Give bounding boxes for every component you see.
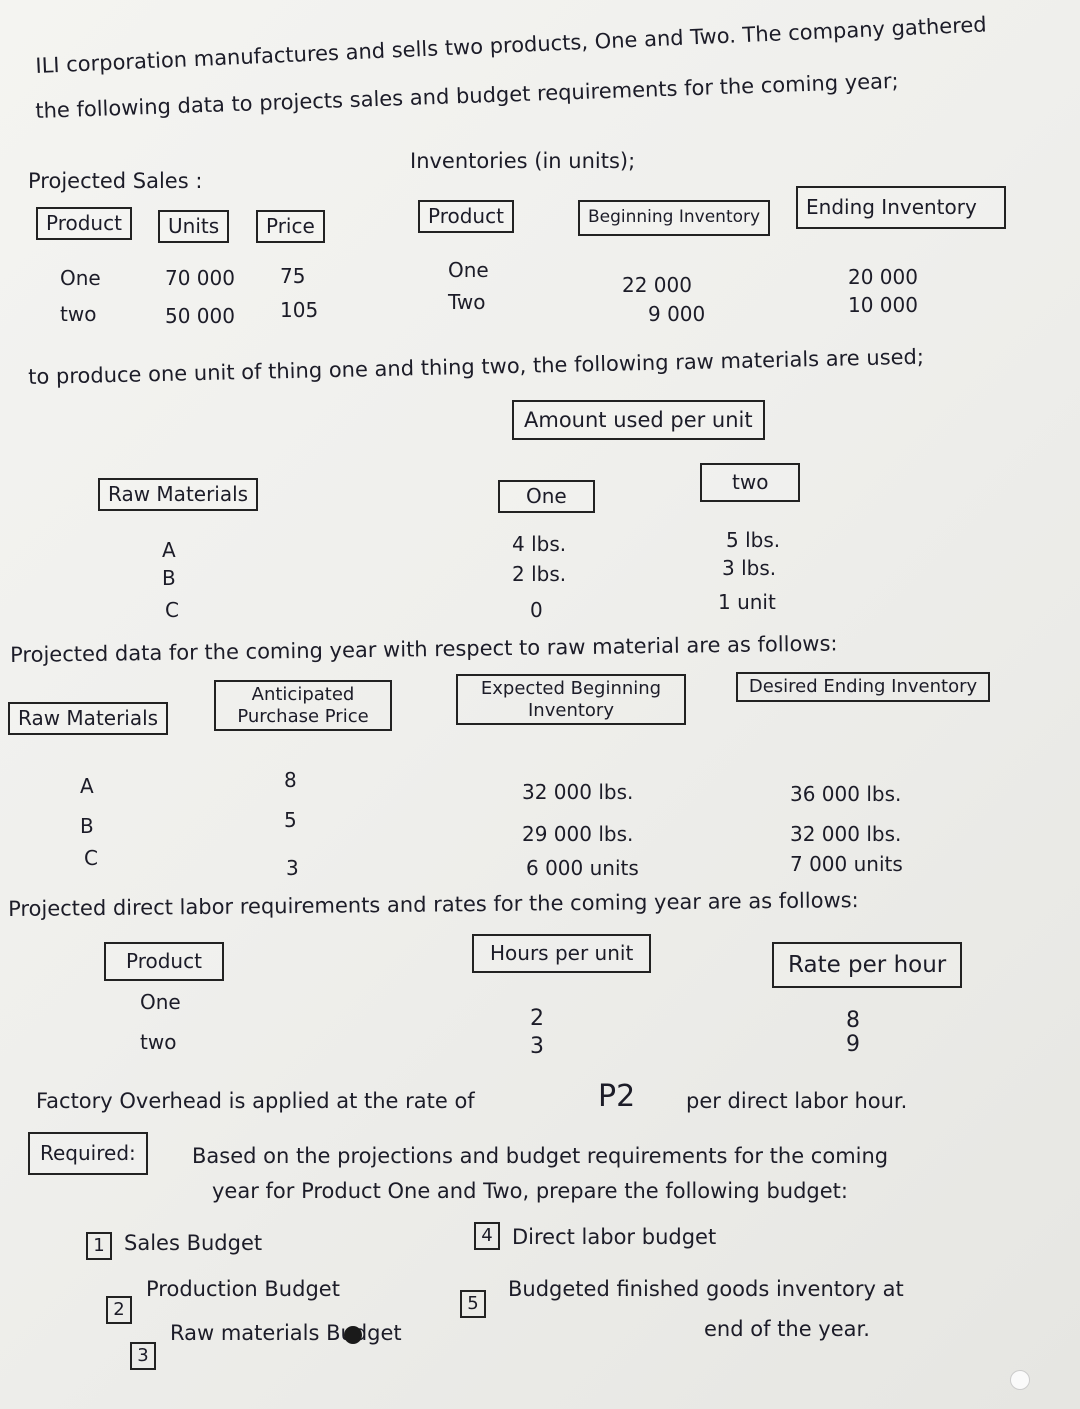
sales-row-2-price: 105 bbox=[280, 298, 319, 322]
raw-proj-header-ending: Desired Ending Inventory bbox=[736, 672, 990, 702]
labor-row-1-product: One bbox=[140, 990, 181, 1014]
overhead-text-pre: Factory Overhead is applied at the rate … bbox=[36, 1089, 475, 1113]
item-3-text: Raw materials Budget bbox=[170, 1321, 402, 1345]
intro-line-1: ILI corporation manufactures and sells t… bbox=[34, 12, 988, 78]
raw-usage-header-materials: Raw Materials bbox=[98, 478, 259, 511]
raw-proj-row-1-ending: 36 000 lbs. bbox=[790, 782, 902, 806]
inv-header-beginning: Beginning Inventory bbox=[578, 200, 771, 236]
raw-proj-header-price: Anticipated Purchase Price bbox=[214, 680, 392, 732]
inv-header-ending: Ending Inventory bbox=[796, 186, 1006, 229]
punched-hole-light bbox=[1010, 1370, 1030, 1390]
projected-sales-heading: Projected Sales : bbox=[28, 169, 203, 193]
required-line-2: year for Product One and Two, prepare th… bbox=[212, 1179, 848, 1203]
raw-usage-row-3-two: 1 unit bbox=[718, 590, 776, 614]
sales-row-2-units: 50 000 bbox=[165, 304, 235, 328]
inventories-heading: Inventories (in units); bbox=[410, 149, 636, 173]
item-3-number: 3 bbox=[130, 1342, 156, 1370]
raw-usage-row-1-two: 5 lbs. bbox=[726, 528, 781, 552]
raw-usage-row-3-material: C bbox=[165, 598, 179, 622]
raw-usage-row-1-one: 4 lbs. bbox=[512, 532, 567, 556]
raw-proj-row-1-beginning: 32 000 lbs. bbox=[522, 780, 634, 804]
overhead-text-post: per direct labor hour. bbox=[686, 1089, 908, 1113]
required-line-1: Based on the projections and budget requ… bbox=[192, 1144, 889, 1168]
raw-proj-row-1-material: A bbox=[80, 774, 94, 798]
sales-header-units: Units bbox=[158, 210, 230, 243]
punched-hole-dark bbox=[344, 1326, 362, 1344]
item-2-number: 2 bbox=[106, 1296, 132, 1324]
item-4-number: 4 bbox=[474, 1222, 500, 1250]
required-label: Required: bbox=[28, 1132, 148, 1175]
raw-proj-row-3-beginning: 6 000 units bbox=[526, 856, 639, 880]
raw-proj-row-2-beginning: 29 000 lbs. bbox=[522, 822, 634, 846]
raw-proj-row-2-ending: 32 000 lbs. bbox=[790, 822, 902, 846]
raw-usage-header-one: One bbox=[498, 480, 595, 513]
sales-row-1-product: One bbox=[60, 266, 101, 290]
raw-proj-row-3-material: C bbox=[84, 846, 98, 870]
raw-usage-row-3-one: 0 bbox=[530, 598, 543, 622]
item-1-number: 1 bbox=[86, 1232, 112, 1260]
inv-row-2-product: Two bbox=[448, 290, 486, 314]
raw-proj-row-1-price: 8 bbox=[284, 768, 297, 792]
inv-row-2-ending: 10 000 bbox=[848, 293, 918, 317]
raw-usage-row-2-two: 3 lbs. bbox=[722, 556, 777, 580]
labor-row-2-hours: 3 bbox=[530, 1034, 544, 1059]
labor-header-rate: Rate per hour bbox=[772, 942, 963, 989]
labor-row-2-product: two bbox=[140, 1030, 177, 1054]
labor-row-2-rate: 9 bbox=[846, 1032, 860, 1057]
item-5-number: 5 bbox=[460, 1290, 486, 1318]
raw-usage-header-two: two bbox=[700, 463, 801, 502]
raw-proj-row-3-price: 3 bbox=[286, 856, 299, 880]
raw-usage-group-header: Amount used per unit bbox=[512, 400, 765, 441]
item-5-text: Budgeted finished goods inventory at bbox=[508, 1277, 904, 1301]
raw-proj-row-2-price: 5 bbox=[284, 808, 297, 832]
raw-proj-row-2-material: B bbox=[80, 814, 94, 838]
item-2-text: Production Budget bbox=[146, 1277, 340, 1301]
raw-usage-intro: to produce one unit of thing one and thi… bbox=[27, 344, 925, 389]
sales-row-2-product: two bbox=[60, 302, 97, 326]
raw-proj-row-3-ending: 7 000 units bbox=[790, 852, 903, 876]
item-1-text: Sales Budget bbox=[124, 1231, 263, 1255]
sales-header-price: Price bbox=[256, 210, 325, 243]
raw-usage-row-1-material: A bbox=[162, 538, 176, 562]
labor-row-1-hours: 2 bbox=[530, 1006, 544, 1031]
raw-proj-header-beginning: Expected Beginning Inventory bbox=[456, 674, 686, 726]
overhead-rate: P2 bbox=[598, 1079, 636, 1114]
raw-usage-row-2-material: B bbox=[162, 566, 176, 590]
sales-row-1-units: 70 000 bbox=[165, 266, 235, 290]
raw-proj-header-materials: Raw Materials bbox=[8, 702, 169, 735]
inv-row-1-beginning: 22 000 bbox=[622, 273, 692, 297]
item-5-continued: end of the year. bbox=[704, 1317, 870, 1341]
labor-intro: Projected direct labor requirements and … bbox=[7, 888, 859, 921]
raw-projected-intro: Projected data for the coming year with … bbox=[9, 631, 838, 667]
inv-row-1-product: One bbox=[448, 258, 489, 282]
inv-row-2-beginning: 9 000 bbox=[648, 302, 706, 326]
sales-row-1-price: 75 bbox=[280, 264, 306, 288]
raw-usage-row-2-one: 2 lbs. bbox=[512, 562, 567, 586]
intro-line-2: the following data to projects sales and… bbox=[34, 68, 900, 123]
inv-row-1-ending: 20 000 bbox=[848, 265, 918, 289]
item-4-text: Direct labor budget bbox=[512, 1225, 717, 1249]
labor-row-1-rate: 8 bbox=[846, 1008, 860, 1033]
labor-header-product: Product bbox=[104, 942, 224, 981]
sales-header-product: Product bbox=[36, 207, 132, 240]
labor-header-hours: Hours per unit bbox=[472, 934, 652, 973]
inv-header-product: Product bbox=[418, 200, 514, 233]
